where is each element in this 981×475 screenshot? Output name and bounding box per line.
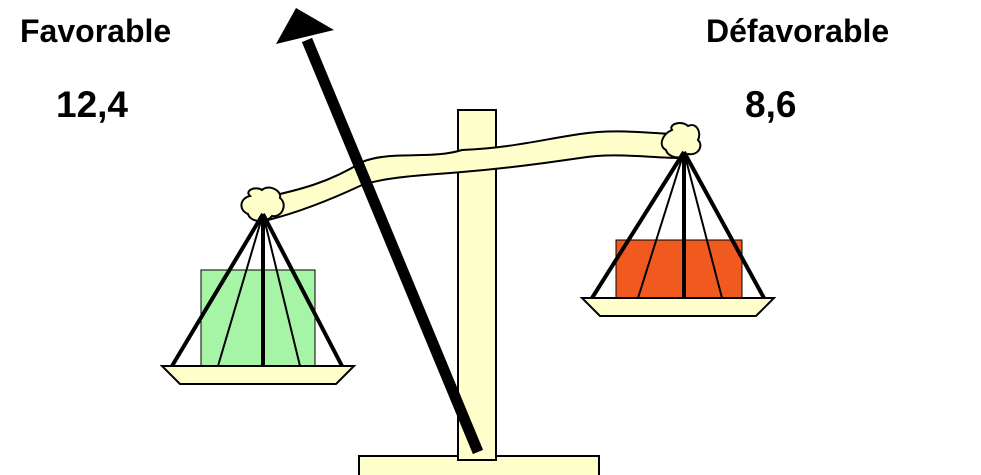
right-pan-tray: [579, 297, 777, 317]
right-pivot-knot: [660, 122, 702, 159]
favorable-value: 12,4: [56, 84, 128, 125]
defavorable-value: 8,6: [745, 84, 796, 125]
left-pivot-knot: [240, 186, 285, 222]
defavorable-label: Défavorable: [706, 13, 889, 49]
left-pan-tray: [159, 365, 357, 385]
right-pan-strings-inner: [637, 151, 723, 299]
right-weight-block: [615, 239, 743, 301]
left-pan-strings: [170, 212, 344, 368]
right-pan-strings: [590, 150, 766, 300]
favorable-label: Favorable: [20, 13, 171, 49]
left-pan-strings-inner: [217, 213, 301, 367]
arrow-shaft: [301, 37, 484, 455]
arrow-head: [276, 8, 334, 44]
